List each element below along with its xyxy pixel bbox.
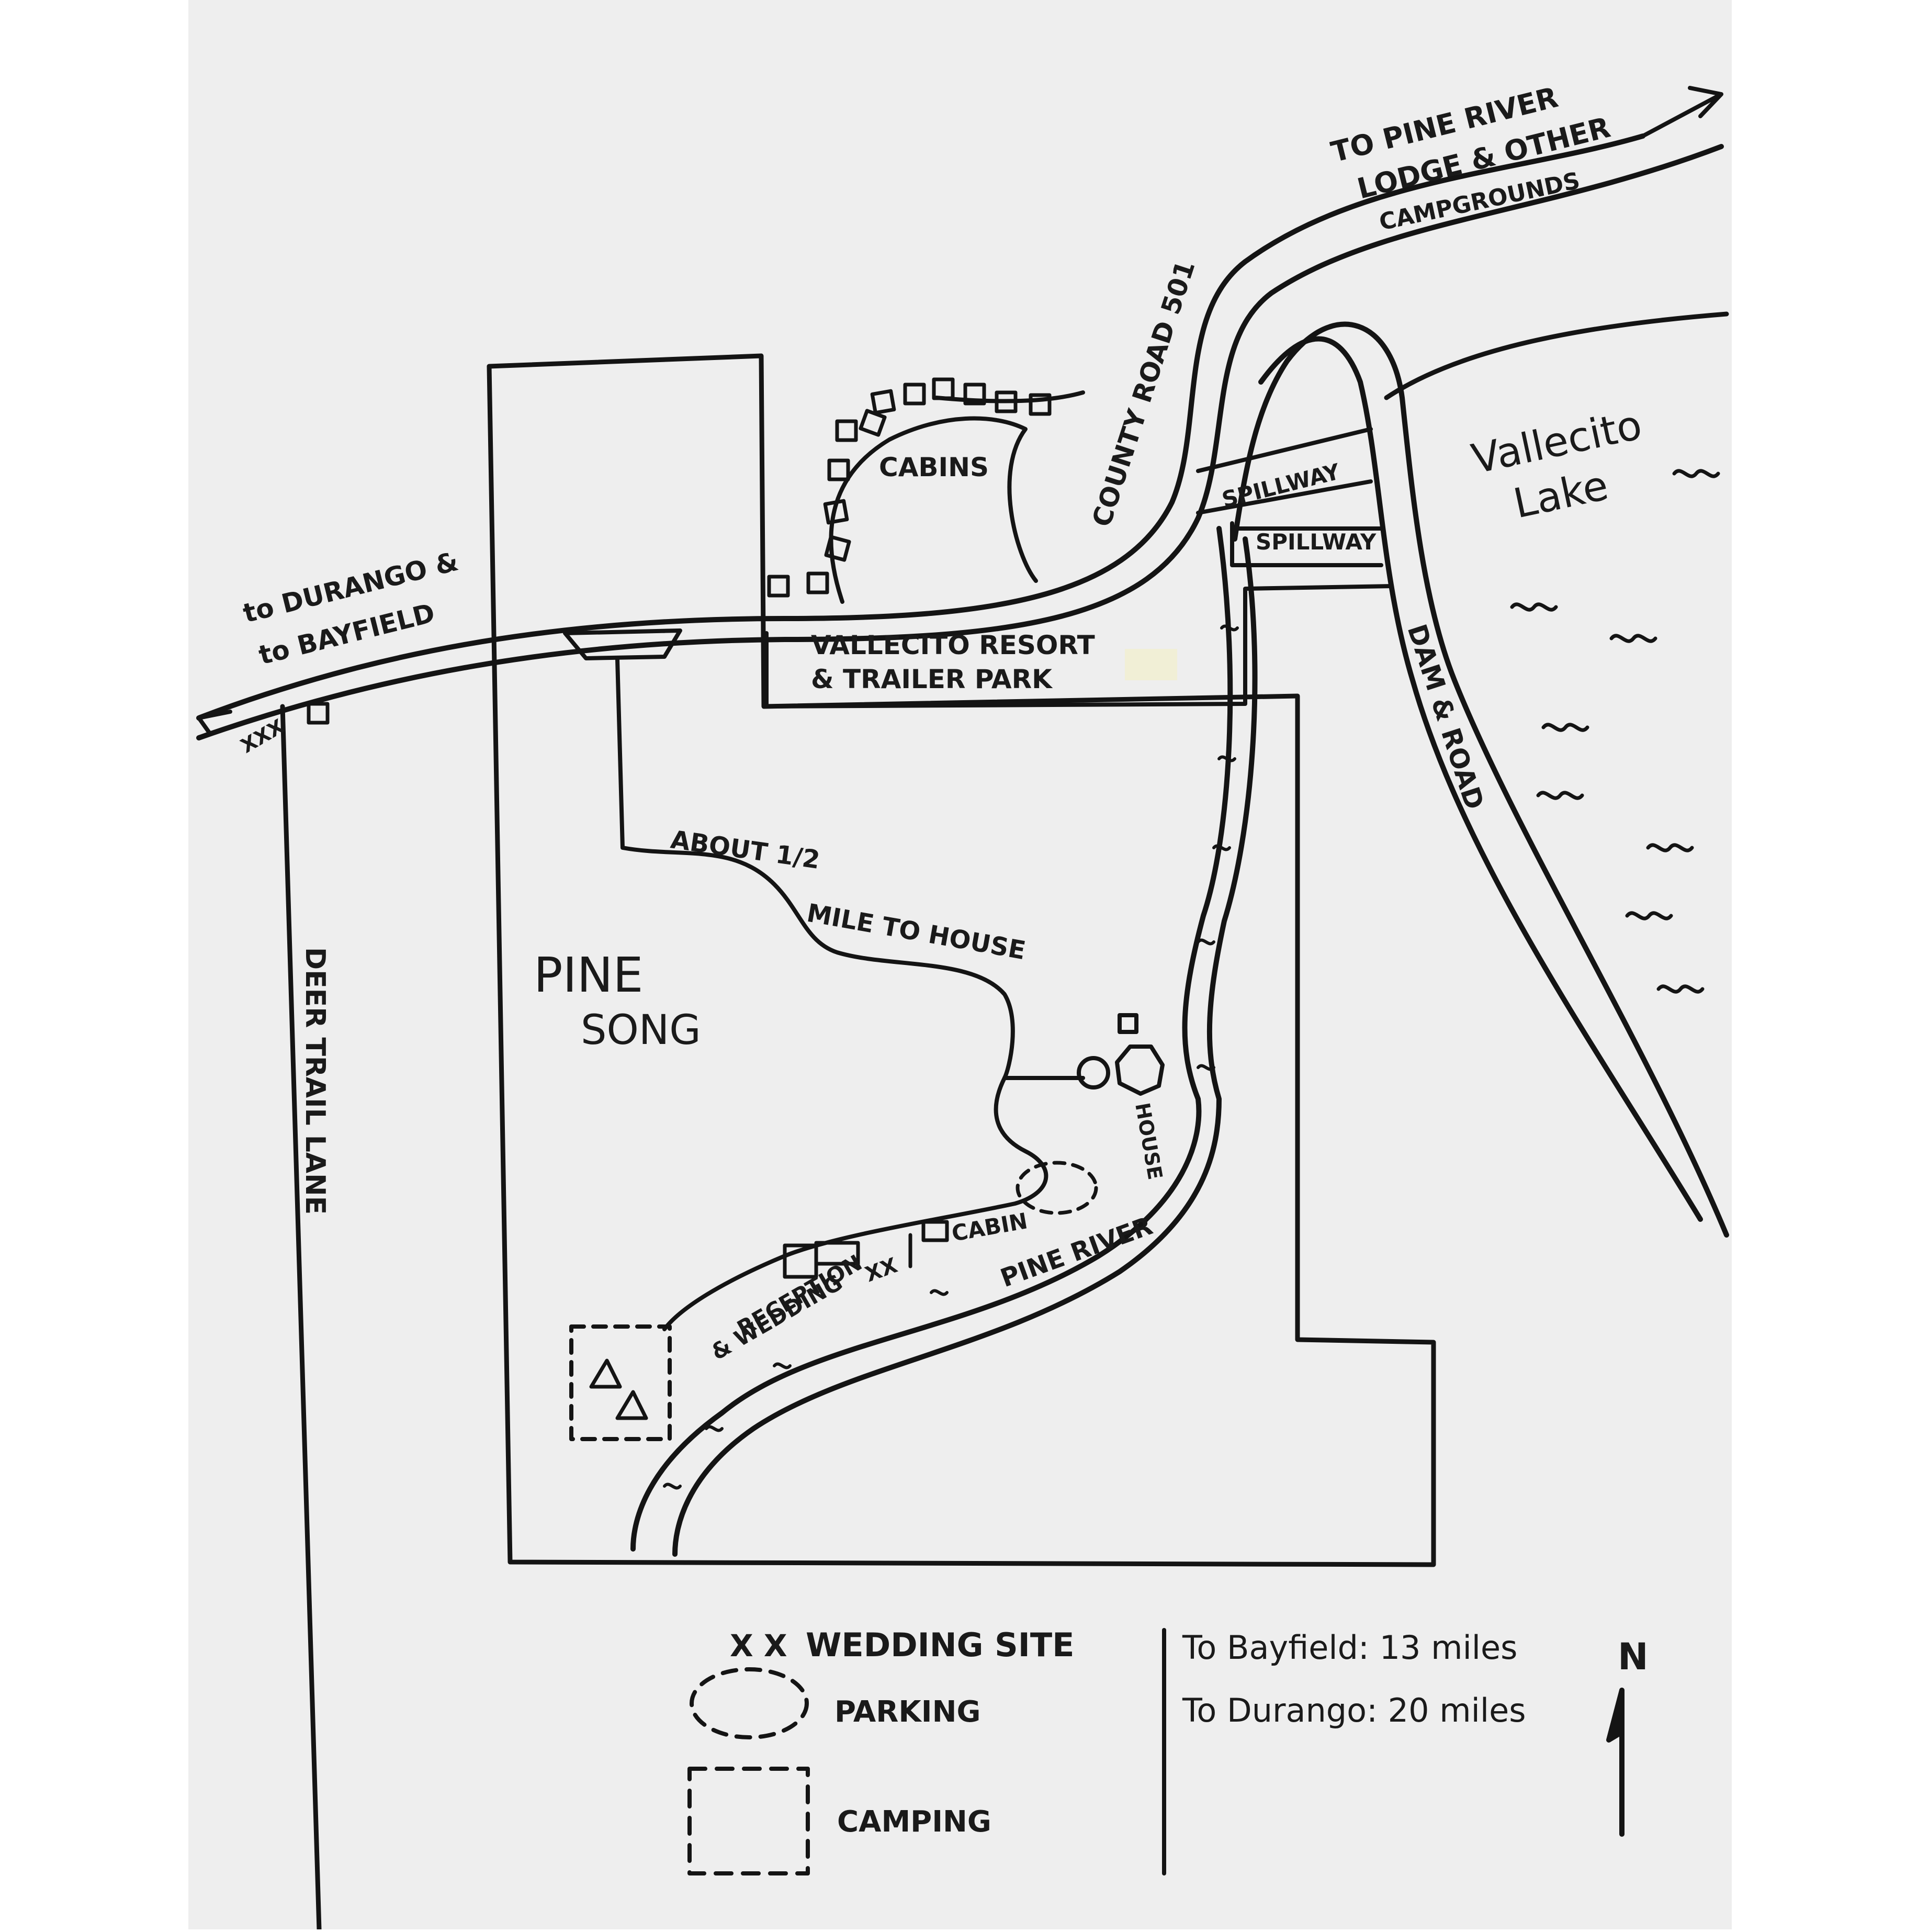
- pine-river: [630, 526, 1258, 1557]
- label-pine-song-2: SONG: [581, 1007, 701, 1054]
- dam-road: [1232, 321, 1729, 1238]
- legend-wedding-site: WEDDING SITE: [806, 1626, 1074, 1664]
- north-arrow-icon: [1606, 1688, 1625, 1837]
- paper-sheet: [188, 0, 1732, 1929]
- label-pine-song-1: PINE: [534, 947, 644, 1003]
- distance-durango: To Durango: 20 miles: [1182, 1691, 1526, 1729]
- label-resort-2: & TRAILER PARK: [811, 664, 1053, 694]
- deer-trail-house: [307, 702, 330, 725]
- legend-parking: PARKING: [834, 1695, 980, 1729]
- label-resort-1: VALLECITO RESORT: [811, 630, 1095, 660]
- tape-mark: [1125, 649, 1177, 680]
- parking-area: [1016, 1161, 1098, 1215]
- house-structure: [1077, 1013, 1165, 1096]
- legend-wedding-marker: X X: [730, 1628, 787, 1664]
- tent-icon: [589, 1358, 648, 1420]
- pine-song-boundary: [487, 353, 1436, 1567]
- label-spillway-2: SPILLWAY: [1256, 529, 1377, 555]
- riverside-cabin: [908, 1220, 949, 1268]
- lake-waves: [1510, 469, 1720, 994]
- cabin-squares: [767, 377, 1052, 598]
- cabins-branch: [934, 390, 1085, 403]
- legend-parking-icon: [690, 1667, 809, 1739]
- label-deer-trail: DEER TRAIL LANE: [299, 947, 331, 1215]
- lake-shoreline: [1384, 311, 1729, 400]
- cabins-road: [829, 416, 1038, 604]
- county-road-501: [196, 133, 1724, 740]
- arrow-to-pine-river: [1641, 86, 1723, 138]
- reception-buildings: [783, 1241, 860, 1279]
- entrance-gate: [563, 628, 682, 660]
- legend-camping: CAMPING: [837, 1805, 991, 1839]
- north-label: N: [1618, 1635, 1649, 1678]
- arrow-to-durango: [197, 710, 232, 735]
- legend: X X WEDDING SITE PARKING CAMPING: [687, 1626, 1074, 1875]
- legend-camping-icon: [687, 1767, 810, 1875]
- camping-area: [569, 1324, 672, 1441]
- vallecito-resort-boundary: [764, 584, 1394, 709]
- label-cabins: CABINS: [879, 452, 989, 482]
- river-waves: [663, 624, 1239, 1490]
- spillway-lines: [1196, 427, 1383, 567]
- distance-bayfield: To Bayfield: 13 miles: [1182, 1628, 1517, 1667]
- deer-trail-lane: [280, 704, 322, 1932]
